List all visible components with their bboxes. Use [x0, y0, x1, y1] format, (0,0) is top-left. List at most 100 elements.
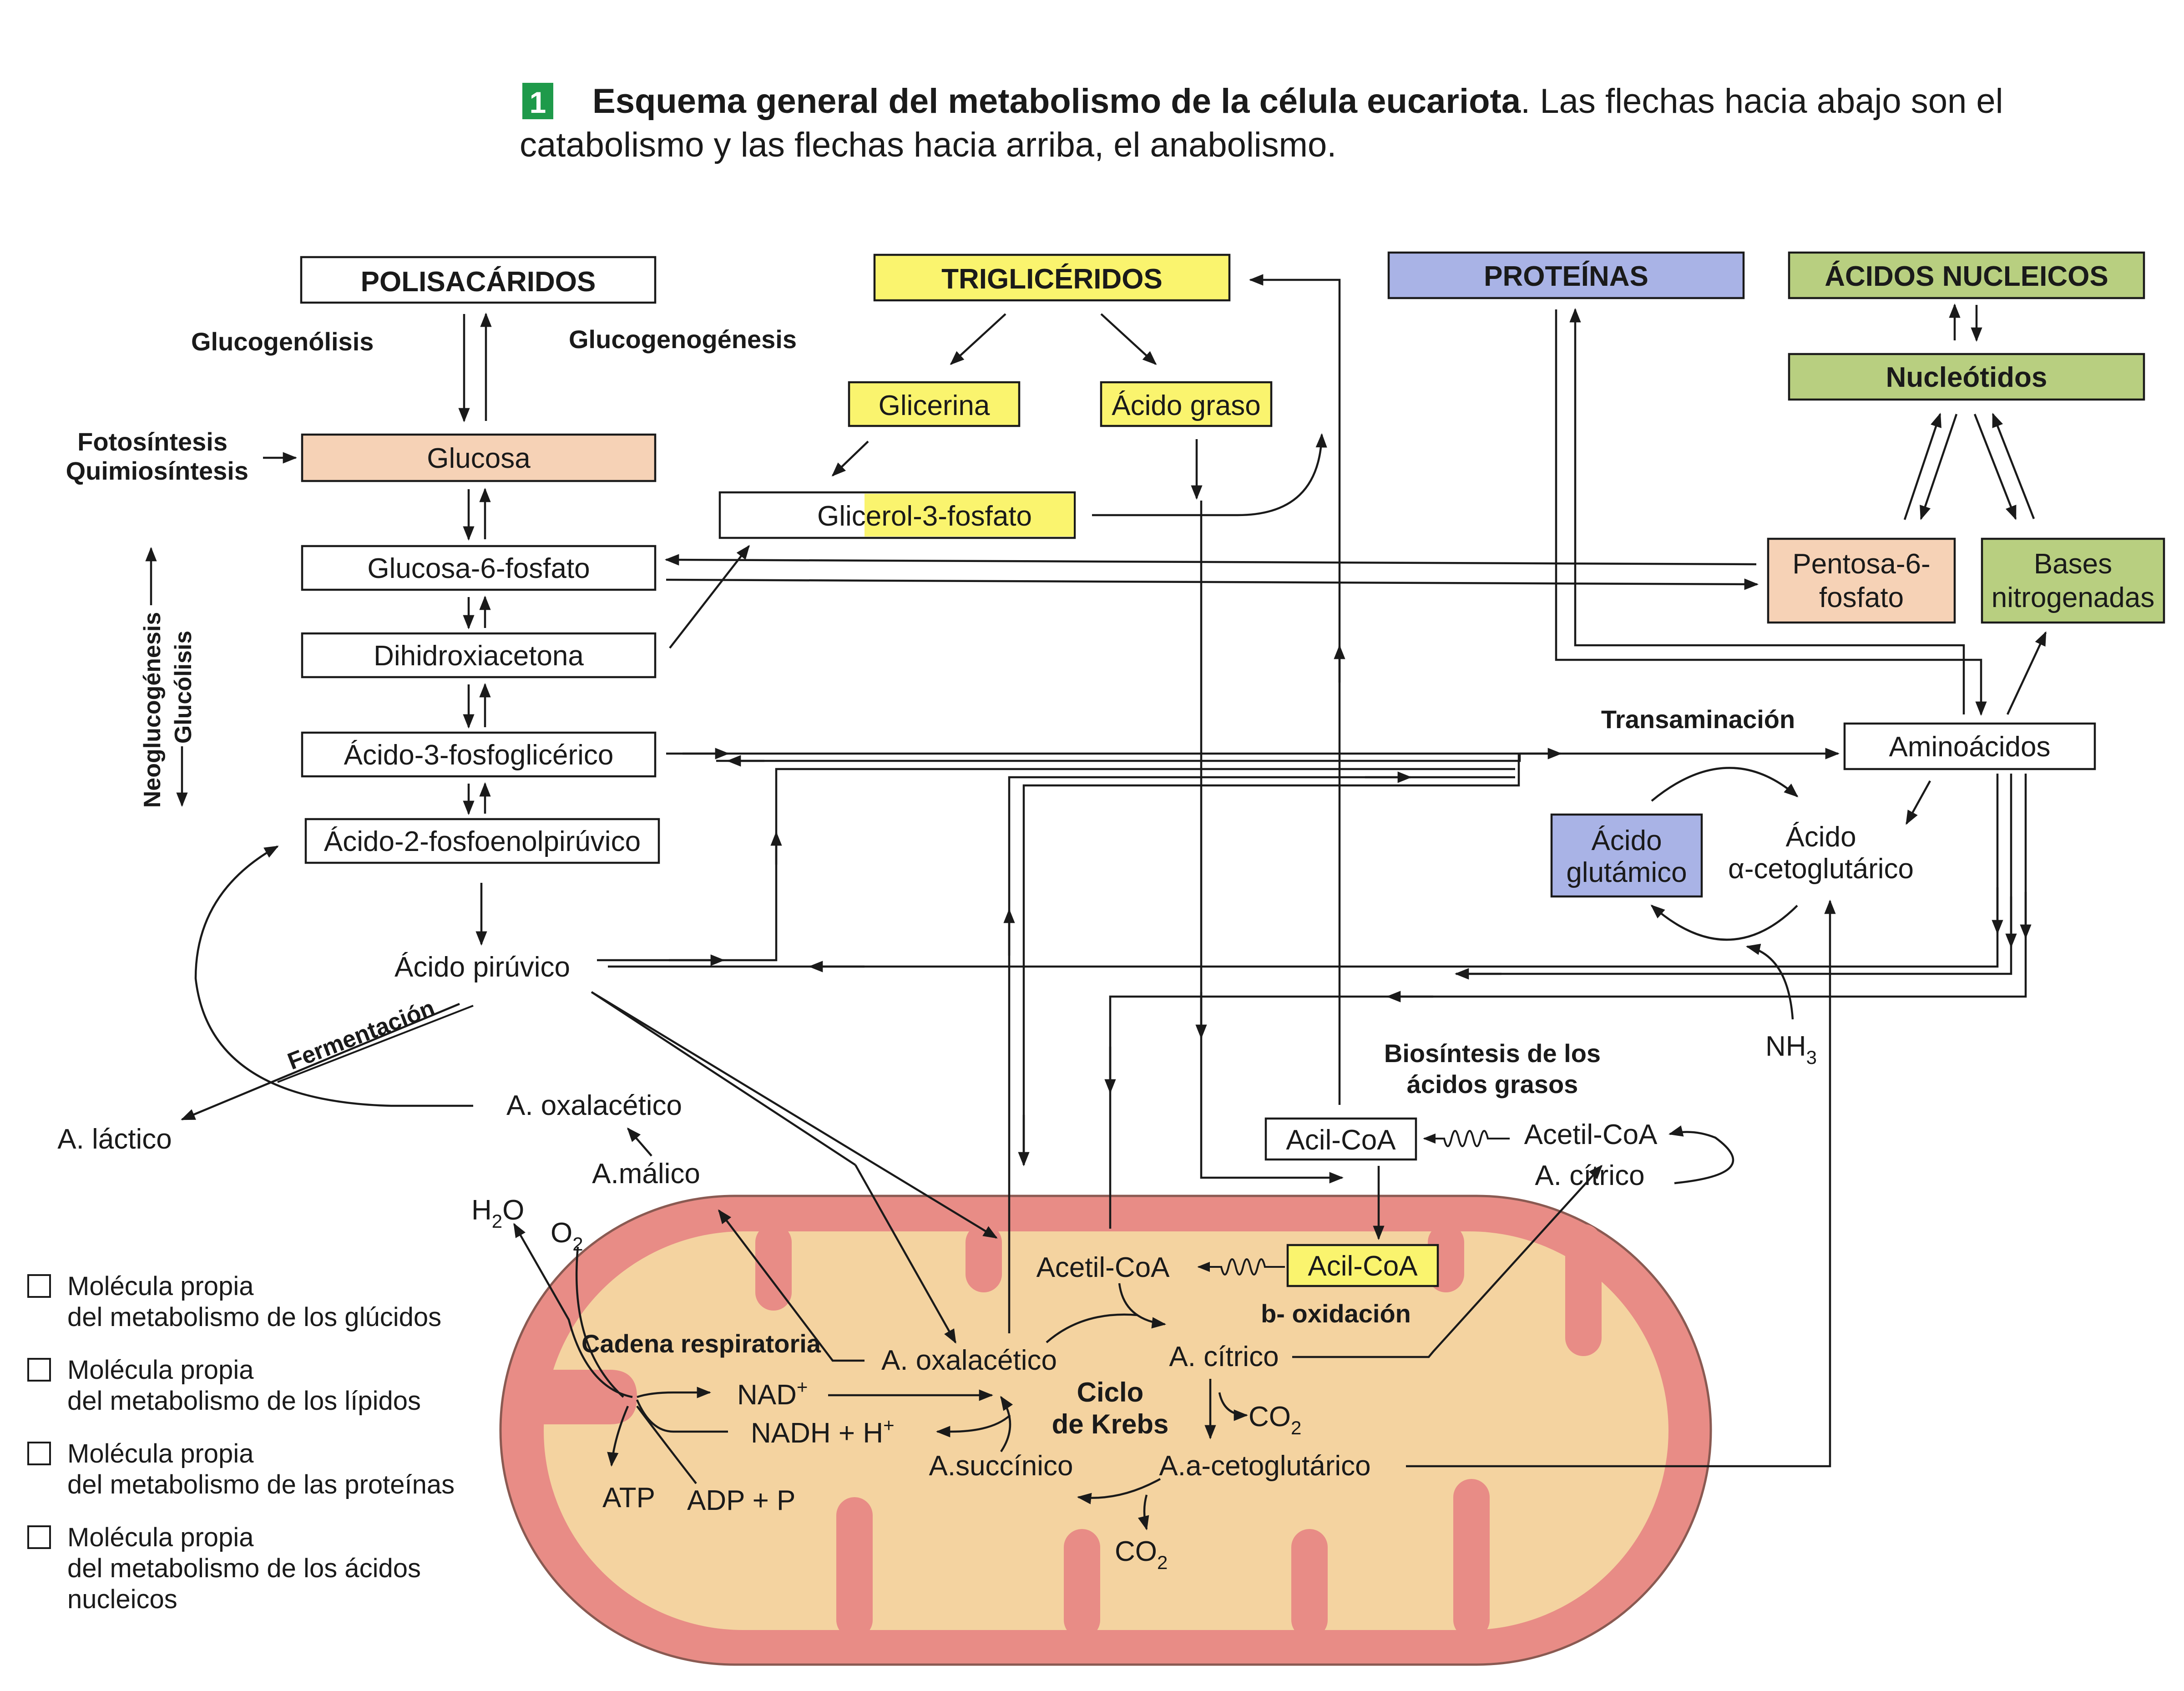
crista: [1064, 1529, 1100, 1638]
header-title: Esquema general del metabolismo de la cé…: [592, 82, 2003, 121]
legend-nucleicos-line3: nucleicos: [67, 1585, 177, 1614]
label-polisacaridos: POLISACÁRIDOS: [361, 266, 596, 298]
arrow-trig-acido-graso: [1100, 313, 1157, 365]
label-a-citrico-outside: A. cítrico: [1535, 1160, 1644, 1191]
arrow-malico-to-oxalacetico: [627, 1127, 652, 1157]
box-glucosa-6-fosfato: [301, 545, 657, 591]
label-h2o-sub: 2: [492, 1210, 502, 1232]
arrow-amino-bases: [2006, 631, 2047, 715]
arrow-piruvico-to-lactico: [181, 1002, 460, 1121]
label-h2o-end: O: [502, 1195, 524, 1226]
legend: Molécula propia del metabolismo de los g…: [27, 1271, 455, 1614]
label-trigliceridos: TRIGLICÉRIDOS: [941, 263, 1163, 295]
arrow-nucleotidos-bases: [1973, 414, 2017, 520]
label-nh3: NH3: [1765, 1031, 1817, 1068]
label-nucleotidos: Nucleótidos: [1886, 362, 2048, 393]
line-piruvico-branch: [591, 991, 856, 1166]
label-glicerol-3-fosfato: Glicerol-3-fosfato: [817, 501, 1032, 532]
label-glutamico-line2: glutámico: [1566, 857, 1687, 888]
label-neoglucogenesis: Neoglucogénesis: [139, 612, 166, 808]
coil-acetil-acil-outside: [1423, 1130, 1510, 1147]
label-acil-coa-outside: Acil-CoA: [1286, 1124, 1396, 1156]
label-proteinas: PROTEÍNAS: [1484, 261, 1648, 292]
line-transam-to-mito: [1022, 754, 1520, 1165]
label-acetil-coa-outside: Acetil-CoA: [1524, 1119, 1658, 1150]
box-aminoacidos: [1843, 722, 2096, 770]
header-title-line2: catabolismo y las flechas hacia arriba, …: [520, 126, 1336, 164]
label-fermentacion: Fermentación: [284, 995, 438, 1075]
label-co2-a: CO2: [1249, 1401, 1301, 1438]
box-nucleotidos: [1788, 353, 2145, 401]
label-adp: ADP + P: [687, 1485, 795, 1516]
box-proteinas: [1387, 251, 1745, 299]
arrow-amino-to-cetoglutarico: [1906, 780, 1931, 825]
arrow-krebs-to-nadh: [935, 1414, 1011, 1438]
label-co2-b-sub: 2: [1157, 1552, 1168, 1573]
arrow-amino-to-proteinas: [1569, 308, 1965, 714]
labels: POLISACÁRIDOS Glucogenólisis Glucogenogé…: [57, 261, 2154, 1573]
label-fotosintesis: Fotosíntesis: [77, 427, 228, 456]
arrow-keto-to-succ: [1077, 1478, 1161, 1504]
legend-swatch-lipidos: [27, 1358, 51, 1382]
label-a-lactico: A. láctico: [57, 1124, 172, 1155]
box-acil-coa-outside: [1264, 1117, 1417, 1161]
label-acido-3-fosfoglicerico: Ácido-3-fosfoglicérico: [344, 739, 614, 771]
box-acido-glutamico: [1550, 813, 1703, 898]
arrows: [145, 274, 2047, 1531]
box-acido-graso: [1100, 381, 1273, 427]
legend-proteinas-line2: del metabolismo de las proteínas: [67, 1470, 455, 1499]
arrow-citrico-to-acetil: [1668, 1125, 1734, 1185]
label-acido-graso: Ácido graso: [1112, 390, 1260, 421]
label-nad-sup: +: [797, 1376, 808, 1397]
box-bases-nitrogenadas: [1981, 537, 2165, 624]
respiratory-chain-fold: [542, 1370, 637, 1424]
label-glucolisis: Glucólisis: [170, 631, 197, 744]
label-nadh: NADH + H+: [751, 1414, 895, 1449]
label-atp: ATP: [602, 1482, 655, 1514]
arrow-trig-glicerina: [950, 313, 1006, 365]
label-biosintesis-line1: Biosíntesis de los: [1384, 1039, 1601, 1068]
box-pentosa-6-fosfato: [1767, 537, 1956, 624]
crista: [836, 1497, 873, 1638]
crista: [755, 1224, 792, 1311]
arrow-chain-to-atp: [607, 1406, 629, 1467]
label-quimiosintesis: Quimiosíntesis: [66, 456, 248, 485]
arrow-o2-in: [575, 1246, 624, 1398]
label-nh3-sub: 3: [1806, 1047, 1817, 1068]
box-acidos-nucleicos: [1788, 251, 2145, 299]
arrow-pentosa-nucleotidos: [1903, 413, 1941, 520]
label-o2: O2: [551, 1217, 583, 1255]
label-a-citrico-inside: A. cítrico: [1169, 1341, 1279, 1372]
label-ciclo: Ciclo: [1077, 1377, 1144, 1407]
arrow-acido-graso-to-mito: [1200, 501, 1344, 1184]
legend-nucleicos-line1: Molécula propia: [67, 1523, 254, 1552]
box-acil-coa-inside: [1286, 1244, 1439, 1287]
legend-proteinas-line1: Molécula propia: [67, 1439, 254, 1468]
arrow-amino-to-mito-b: [1456, 774, 2012, 975]
box-glicerol-3-fosfato-highlight: [864, 494, 1074, 537]
label-h2o: H2O: [471, 1195, 524, 1232]
arrow-bases-nucleotidos: [1992, 413, 2035, 519]
line-piruvico-to-transam: [597, 768, 1515, 962]
arrow-glicerol-to-trig: [1092, 433, 1327, 516]
label-glucogenogenesis: Glucogenogénesis: [569, 325, 797, 354]
line-to-3fosfo: [716, 754, 1521, 762]
label-transaminacion: Transaminación: [1601, 705, 1795, 734]
crista: [1291, 1529, 1328, 1638]
arrow-biosintesis-to-trig: [1249, 274, 1341, 1105]
arrow-pentosa-to-glucosa6: [664, 554, 1757, 566]
label-pentosa-line2: fosfato: [1819, 582, 1904, 613]
label-glucosa: Glucosa: [427, 443, 531, 474]
arrow-cycle-top: [1651, 767, 1799, 802]
arrow-oxal-to-citrico: [1046, 1313, 1138, 1343]
label-a-malico: A.málico: [592, 1158, 700, 1190]
label-b-oxidacion: b- oxidación: [1261, 1299, 1411, 1328]
legend-lipidos-line1: Molécula propia: [67, 1355, 254, 1385]
box-acido-2-fosfoenolpiruvico: [304, 818, 660, 864]
legend-lipidos-line2: del metabolismo de los lípidos: [67, 1386, 421, 1416]
arrow-nh3: [1745, 943, 1794, 1020]
label-de-krebs: de Krebs: [1052, 1409, 1169, 1439]
label-aminoacidos: Aminoácidos: [1889, 731, 2051, 763]
label-cadena-respiratoria: Cadena respiratoria: [581, 1329, 821, 1358]
